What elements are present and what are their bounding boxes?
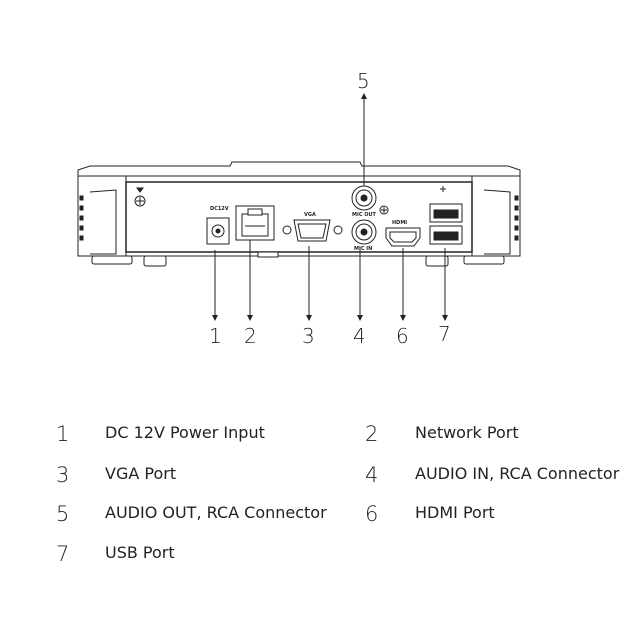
legend-label: AUDIO OUT, RCA Connector — [105, 503, 327, 522]
legend-number: 5 — [56, 502, 70, 526]
port-legend: 1 DC 12V Power Input 2 Network Port 3 VG… — [0, 410, 632, 632]
callout-7: 7 — [438, 322, 451, 346]
legend-number: 6 — [365, 502, 379, 526]
callout-4: 4 — [353, 324, 366, 348]
legend-number: 1 — [56, 422, 70, 446]
legend-label: DC 12V Power Input — [105, 423, 265, 442]
ground-screw-icon — [134, 187, 146, 207]
legend-number: 3 — [56, 463, 70, 487]
callout-2: 2 — [244, 324, 257, 348]
legend-number: 7 — [56, 542, 70, 566]
callout-6: 6 — [396, 324, 409, 348]
callout-leaders — [212, 93, 448, 321]
legend-label: Network Port — [415, 423, 519, 442]
network-port — [235, 205, 275, 241]
left-vents — [79, 195, 84, 241]
right-vents — [514, 195, 519, 241]
audio-out-label: MIC OUT — [352, 212, 377, 218]
device-rear-panel-diagram: DC12V VGA MIC OUT MIC IN HDMI — [77, 69, 521, 348]
legend-label: AUDIO IN, RCA Connector — [415, 464, 620, 483]
audio-in-label: MIC IN — [354, 246, 372, 252]
vga-port — [282, 219, 343, 242]
usb-ports — [429, 186, 463, 245]
chassis — [77, 161, 521, 267]
legend-number: 4 — [365, 463, 379, 487]
audio-in-rca-port — [351, 219, 377, 245]
legend-label: USB Port — [105, 543, 175, 562]
callout-1: 1 — [209, 324, 222, 348]
audio-out-rca-port — [351, 185, 389, 215]
dc-power-port — [206, 217, 230, 245]
callout-5: 5 — [357, 69, 370, 93]
hdmi-port — [385, 227, 421, 247]
legend-label: HDMI Port — [415, 503, 495, 522]
dc-port-label: DC12V — [210, 206, 229, 212]
hdmi-port-label: HDMI — [392, 220, 407, 226]
legend-label: VGA Port — [105, 464, 177, 483]
callout-3: 3 — [302, 324, 315, 348]
vga-port-label: VGA — [304, 212, 316, 218]
legend-number: 2 — [365, 422, 379, 446]
